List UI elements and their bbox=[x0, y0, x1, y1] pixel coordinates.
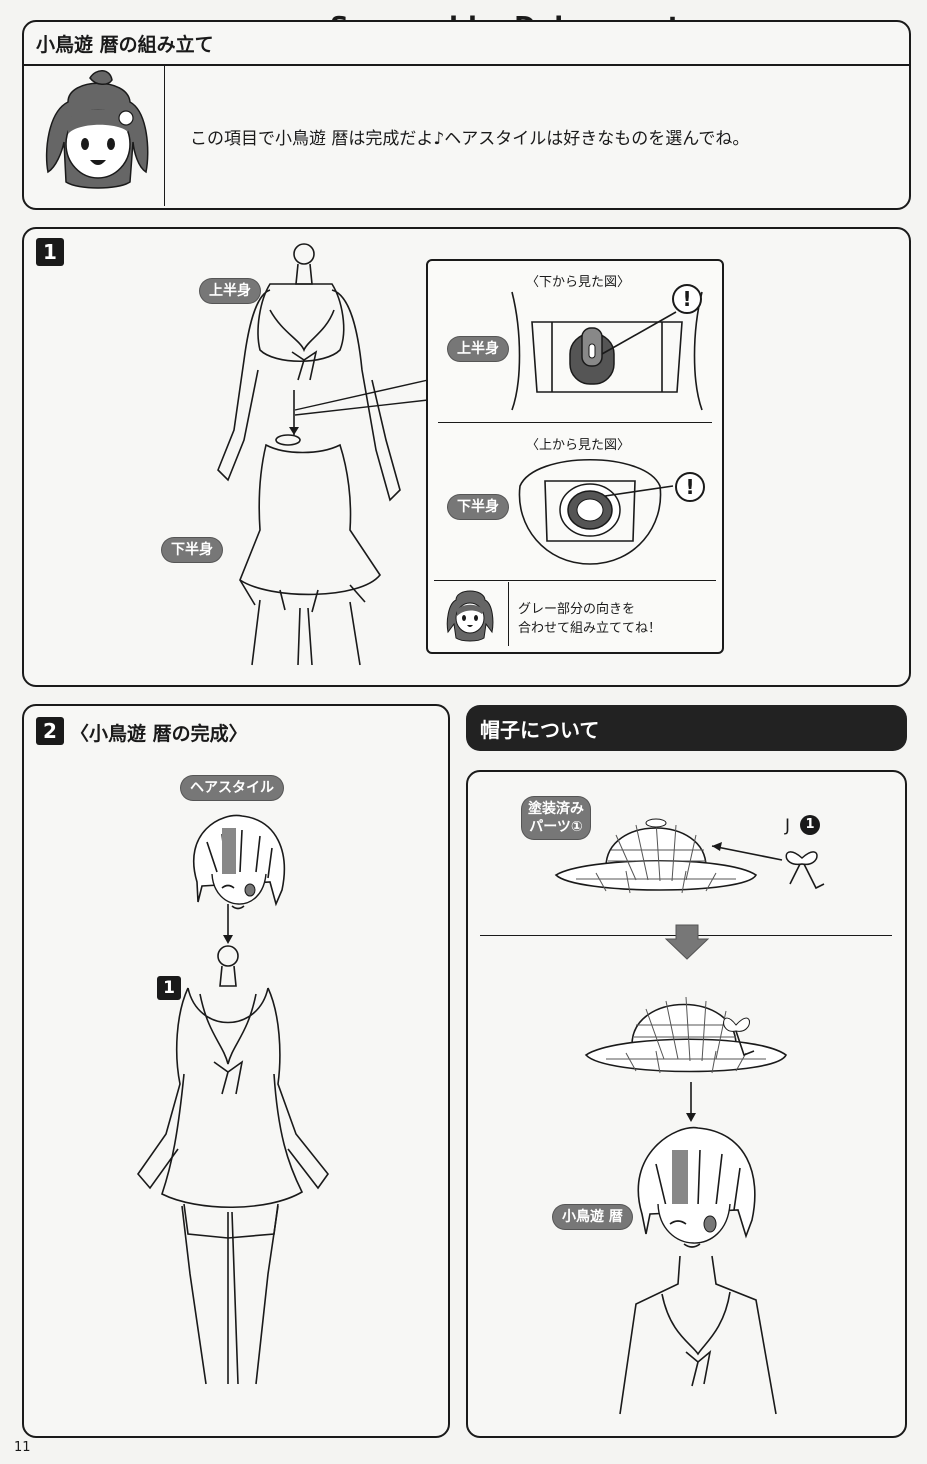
detail-inset bbox=[426, 259, 724, 654]
part-j-letter: J bbox=[785, 816, 791, 836]
ribbon-part-drawing bbox=[711, 842, 825, 890]
painted-part-label: 塗装済み パーツ① bbox=[522, 797, 590, 839]
callout-lines bbox=[294, 379, 429, 416]
step2-title: 〈小鳥遊 暦の完成〉 bbox=[70, 723, 248, 745]
page-title: 小鳥遊 暦の組み立て bbox=[36, 34, 214, 56]
character-bust-drawing bbox=[619, 1126, 777, 1415]
inset-upper-label: 上半身 bbox=[448, 337, 508, 361]
character-name-label: 小鳥遊 暦 bbox=[553, 1205, 632, 1229]
hat-drawing-top bbox=[554, 818, 758, 894]
warning-icon-bottom: ! bbox=[675, 472, 705, 502]
step1-figure-illustration bbox=[217, 243, 401, 666]
bottom-view-drawing bbox=[511, 291, 703, 411]
completed-figure-drawing bbox=[136, 945, 330, 1385]
hairstyle-label: ヘアスタイル bbox=[181, 776, 283, 800]
inset-divider-1 bbox=[438, 422, 712, 423]
upper-body-label: 上半身 bbox=[200, 279, 260, 303]
tip-text-line2: 合わせて組み立ててね！ bbox=[518, 621, 662, 636]
hat-drawing-assembled bbox=[584, 996, 788, 1074]
top-view-title: 〈上から見た図〉 bbox=[526, 438, 631, 453]
page-number: 11 bbox=[14, 1440, 31, 1455]
step1-number-badge: 1 bbox=[36, 238, 64, 266]
hair-arrow bbox=[223, 904, 233, 944]
hairstyle-drawing bbox=[193, 814, 286, 910]
step2-number-badge: 2 bbox=[36, 717, 64, 745]
tip-vertical-divider bbox=[508, 582, 509, 646]
inset-divider-2 bbox=[434, 580, 716, 581]
part-j-number-badge: 1 bbox=[800, 815, 820, 835]
painted-part-label-line1: 塗装済み bbox=[528, 801, 584, 817]
painted-part-label-line2: パーツ① bbox=[529, 819, 583, 835]
down-arrow-icon bbox=[664, 924, 710, 960]
mascot-face-icon bbox=[45, 70, 149, 189]
lower-body-label: 下半身 bbox=[162, 538, 222, 562]
tip-mascot-icon bbox=[446, 590, 494, 642]
inset-lower-label: 下半身 bbox=[448, 495, 508, 519]
header-box bbox=[22, 20, 911, 210]
header-divider bbox=[24, 64, 909, 66]
warning-icon-top: ! bbox=[672, 284, 702, 314]
hat-section-header: 帽子について bbox=[466, 705, 907, 751]
header-message: この項目で小鳥遊 暦は完成だよ♪ヘアスタイルは好きなものを選んでね。 bbox=[190, 129, 750, 149]
hat-arrow bbox=[686, 1082, 696, 1122]
top-view-drawing bbox=[518, 458, 674, 565]
step1-reference-badge: 1 bbox=[157, 976, 181, 1000]
header-vertical-divider bbox=[164, 66, 165, 206]
tip-text-line1: グレー部分の向きを bbox=[518, 602, 636, 617]
bottom-view-title: 〈下から見た図〉 bbox=[526, 275, 631, 290]
